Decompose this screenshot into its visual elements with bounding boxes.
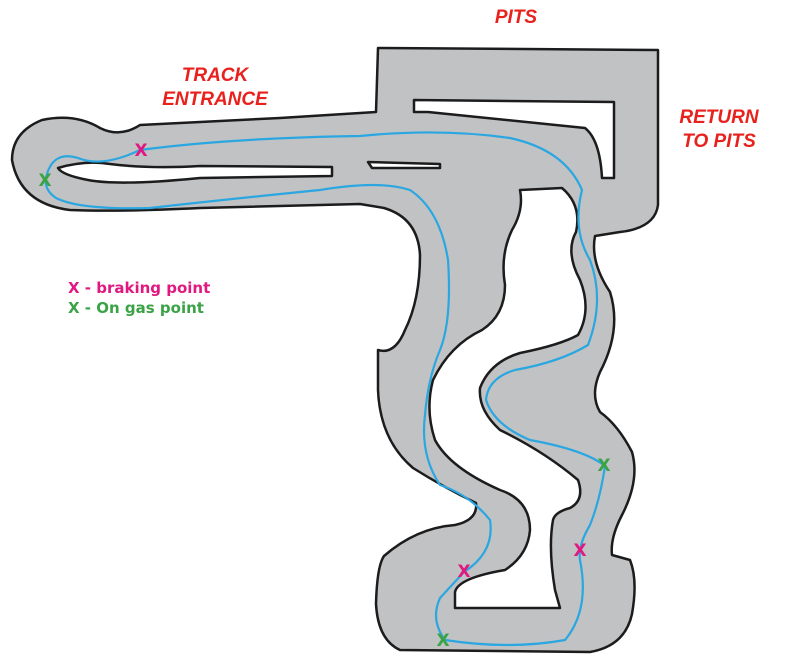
racing-line bbox=[44, 131, 607, 647]
infield-entrance-island bbox=[56, 161, 334, 184]
braking-point-marker: X bbox=[134, 141, 147, 161]
label-track-entrance-line2: ENTRANCE bbox=[162, 89, 269, 110]
label-return-line1: RETURN bbox=[679, 107, 759, 128]
braking-point-marker: X bbox=[457, 562, 470, 582]
legend-on-gas: X - On gas point bbox=[68, 299, 204, 317]
label-return-line2: TO PITS bbox=[682, 131, 756, 152]
braking-point-marker: X bbox=[573, 541, 586, 561]
legend-braking: X - braking point bbox=[68, 279, 210, 297]
track-surface bbox=[10, 46, 660, 654]
label-track-entrance-line1: TRACK bbox=[182, 65, 250, 86]
infield-pits bbox=[412, 98, 616, 180]
on-gas-point-marker: X bbox=[597, 456, 610, 476]
label-pits: PITS bbox=[495, 7, 538, 28]
on-gas-point-marker: X bbox=[38, 171, 51, 191]
on-gas-point-marker: X bbox=[436, 631, 449, 651]
infield-hairpin-notch bbox=[366, 160, 442, 170]
infield-main bbox=[428, 186, 587, 610]
